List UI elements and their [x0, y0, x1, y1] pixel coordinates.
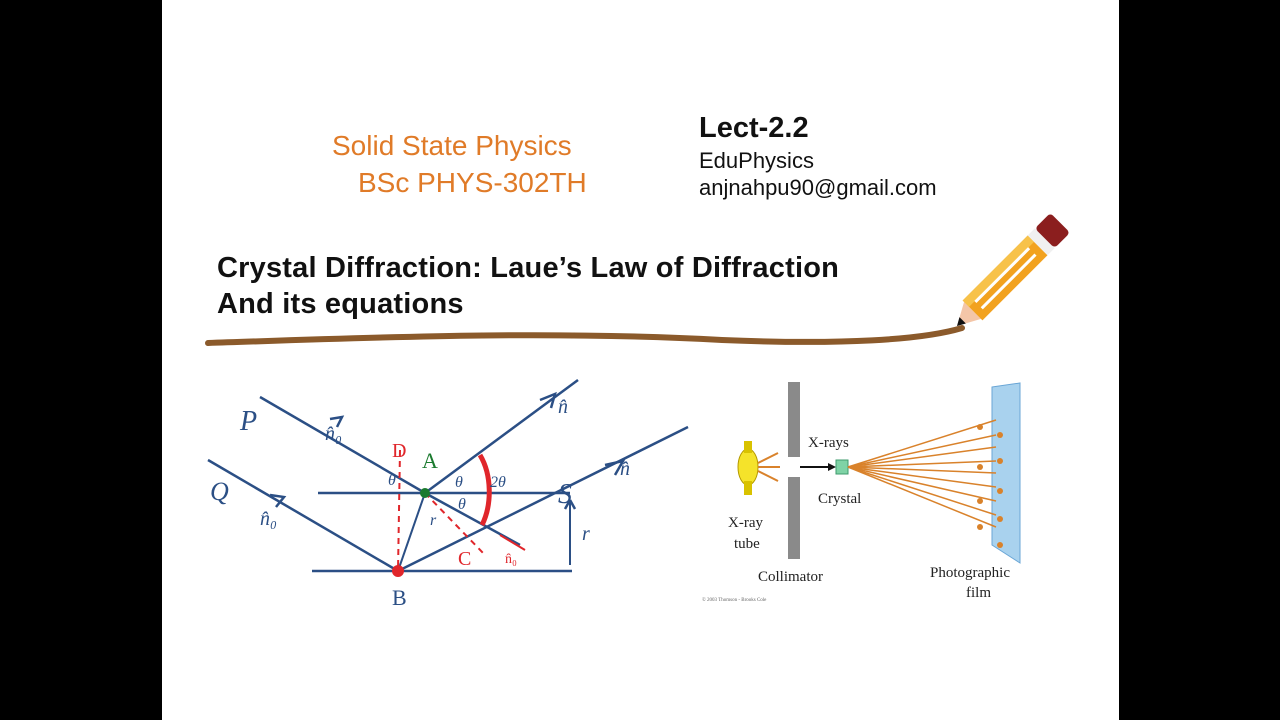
crystal-icon	[835, 459, 849, 475]
film-spots	[977, 424, 1003, 548]
diffracted-rays	[847, 419, 997, 528]
laue-geometry-diagram: P Q n̂₀ n̂₀ n̂ n̂ S r r θ θ θ 2θ A B C D…	[207, 378, 689, 610]
copyright-note: © 2003 Thomson - Brooks Cole	[702, 597, 767, 603]
point-b-marker	[392, 565, 404, 577]
xray-tube-icon	[737, 441, 780, 495]
label-q: Q	[210, 477, 229, 506]
laue-setup-diagram: X-rays Crystal X-ray tube Collimator Pho…	[702, 382, 1021, 603]
label-b: B	[392, 585, 407, 610]
label-c: C	[458, 548, 471, 570]
lecture-number: Lect-2.2	[699, 112, 809, 144]
brown-underline	[205, 325, 965, 346]
label-theta-2: θ	[455, 474, 463, 491]
label-two-theta: 2θ	[490, 474, 506, 491]
label-xray-tube-2: tube	[734, 536, 760, 552]
label-p: P	[239, 406, 257, 437]
label-a: A	[422, 448, 438, 473]
left-letterbox	[0, 0, 162, 720]
slide-title-line1: Crystal Diffraction: Laue’s Law of Diffr…	[217, 252, 840, 284]
label-s: S	[558, 479, 572, 510]
label-xrays: X-rays	[808, 435, 849, 451]
course-title: Solid State Physics	[332, 130, 572, 161]
slide: Solid State Physics BSc PHYS-302TH Lect-…	[162, 0, 1119, 720]
label-n0-arrow: n̂₀	[505, 552, 517, 567]
label-film-2: film	[966, 585, 991, 601]
label-theta-3: θ	[458, 496, 466, 513]
diagram-lines	[207, 378, 689, 573]
contact-email: anjnahpu90@gmail.com	[699, 175, 937, 200]
slide-title-line2: And its equations	[217, 288, 464, 320]
label-r: r	[582, 523, 590, 545]
point-a-marker	[420, 488, 430, 498]
label-r-arrow: r	[430, 512, 437, 529]
label-theta-1: θ	[388, 472, 396, 489]
pencil-icon	[957, 214, 1069, 326]
label-n0-left: n̂₀	[260, 508, 277, 530]
title-underline-pencil	[205, 214, 1069, 346]
collimator-upper	[788, 382, 800, 457]
label-collimator: Collimator	[758, 569, 823, 585]
label-d: D	[392, 440, 406, 462]
channel-name: EduPhysics	[699, 148, 814, 173]
label-crystal: Crystal	[818, 491, 861, 507]
diagram-red-marks	[397, 449, 526, 572]
label-xray-tube-1: X-ray	[728, 515, 763, 531]
label-n-top: n̂	[558, 396, 568, 418]
course-code: BSc PHYS-302TH	[358, 167, 587, 198]
right-letterbox	[1119, 0, 1280, 720]
collimator-lower	[788, 477, 800, 559]
label-n0-top: n̂₀	[325, 423, 342, 445]
label-n-right: n̂	[620, 458, 630, 480]
photographic-film	[991, 382, 1021, 564]
label-film-1: Photographic	[930, 565, 1010, 581]
